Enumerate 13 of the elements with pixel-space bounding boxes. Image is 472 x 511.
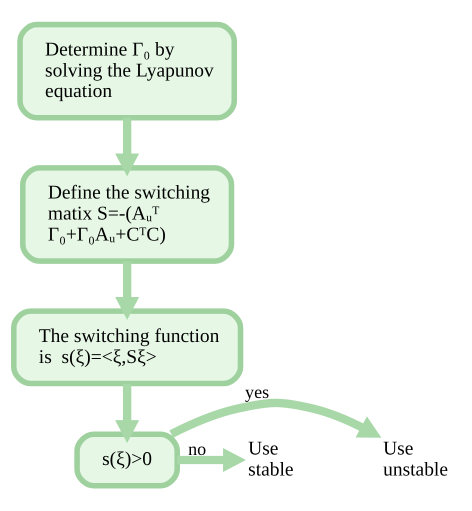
edge-label: no — [188, 438, 206, 459]
node-box: The switching function is s(ξ)=<ξ,Sξ> — [10, 308, 244, 386]
node-box: s(ξ)>0 — [74, 431, 180, 489]
arrow — [177, 448, 246, 472]
arrow — [169, 398, 382, 438]
arrow — [115, 261, 140, 320]
node-box: Determine Γ₀ by solving the Lyapunov equation — [17, 22, 238, 121]
node-text: Use unstable — [383, 438, 448, 481]
arrow — [115, 118, 140, 176]
arrow — [115, 384, 140, 444]
edge-label: yes — [245, 382, 270, 402]
node-box: Define the switching matix S=-(Aᵤᵀ Γ₀+Γ₀Aᵤ+CᵀC) — [20, 165, 234, 264]
node-text: Use stable — [248, 438, 294, 481]
